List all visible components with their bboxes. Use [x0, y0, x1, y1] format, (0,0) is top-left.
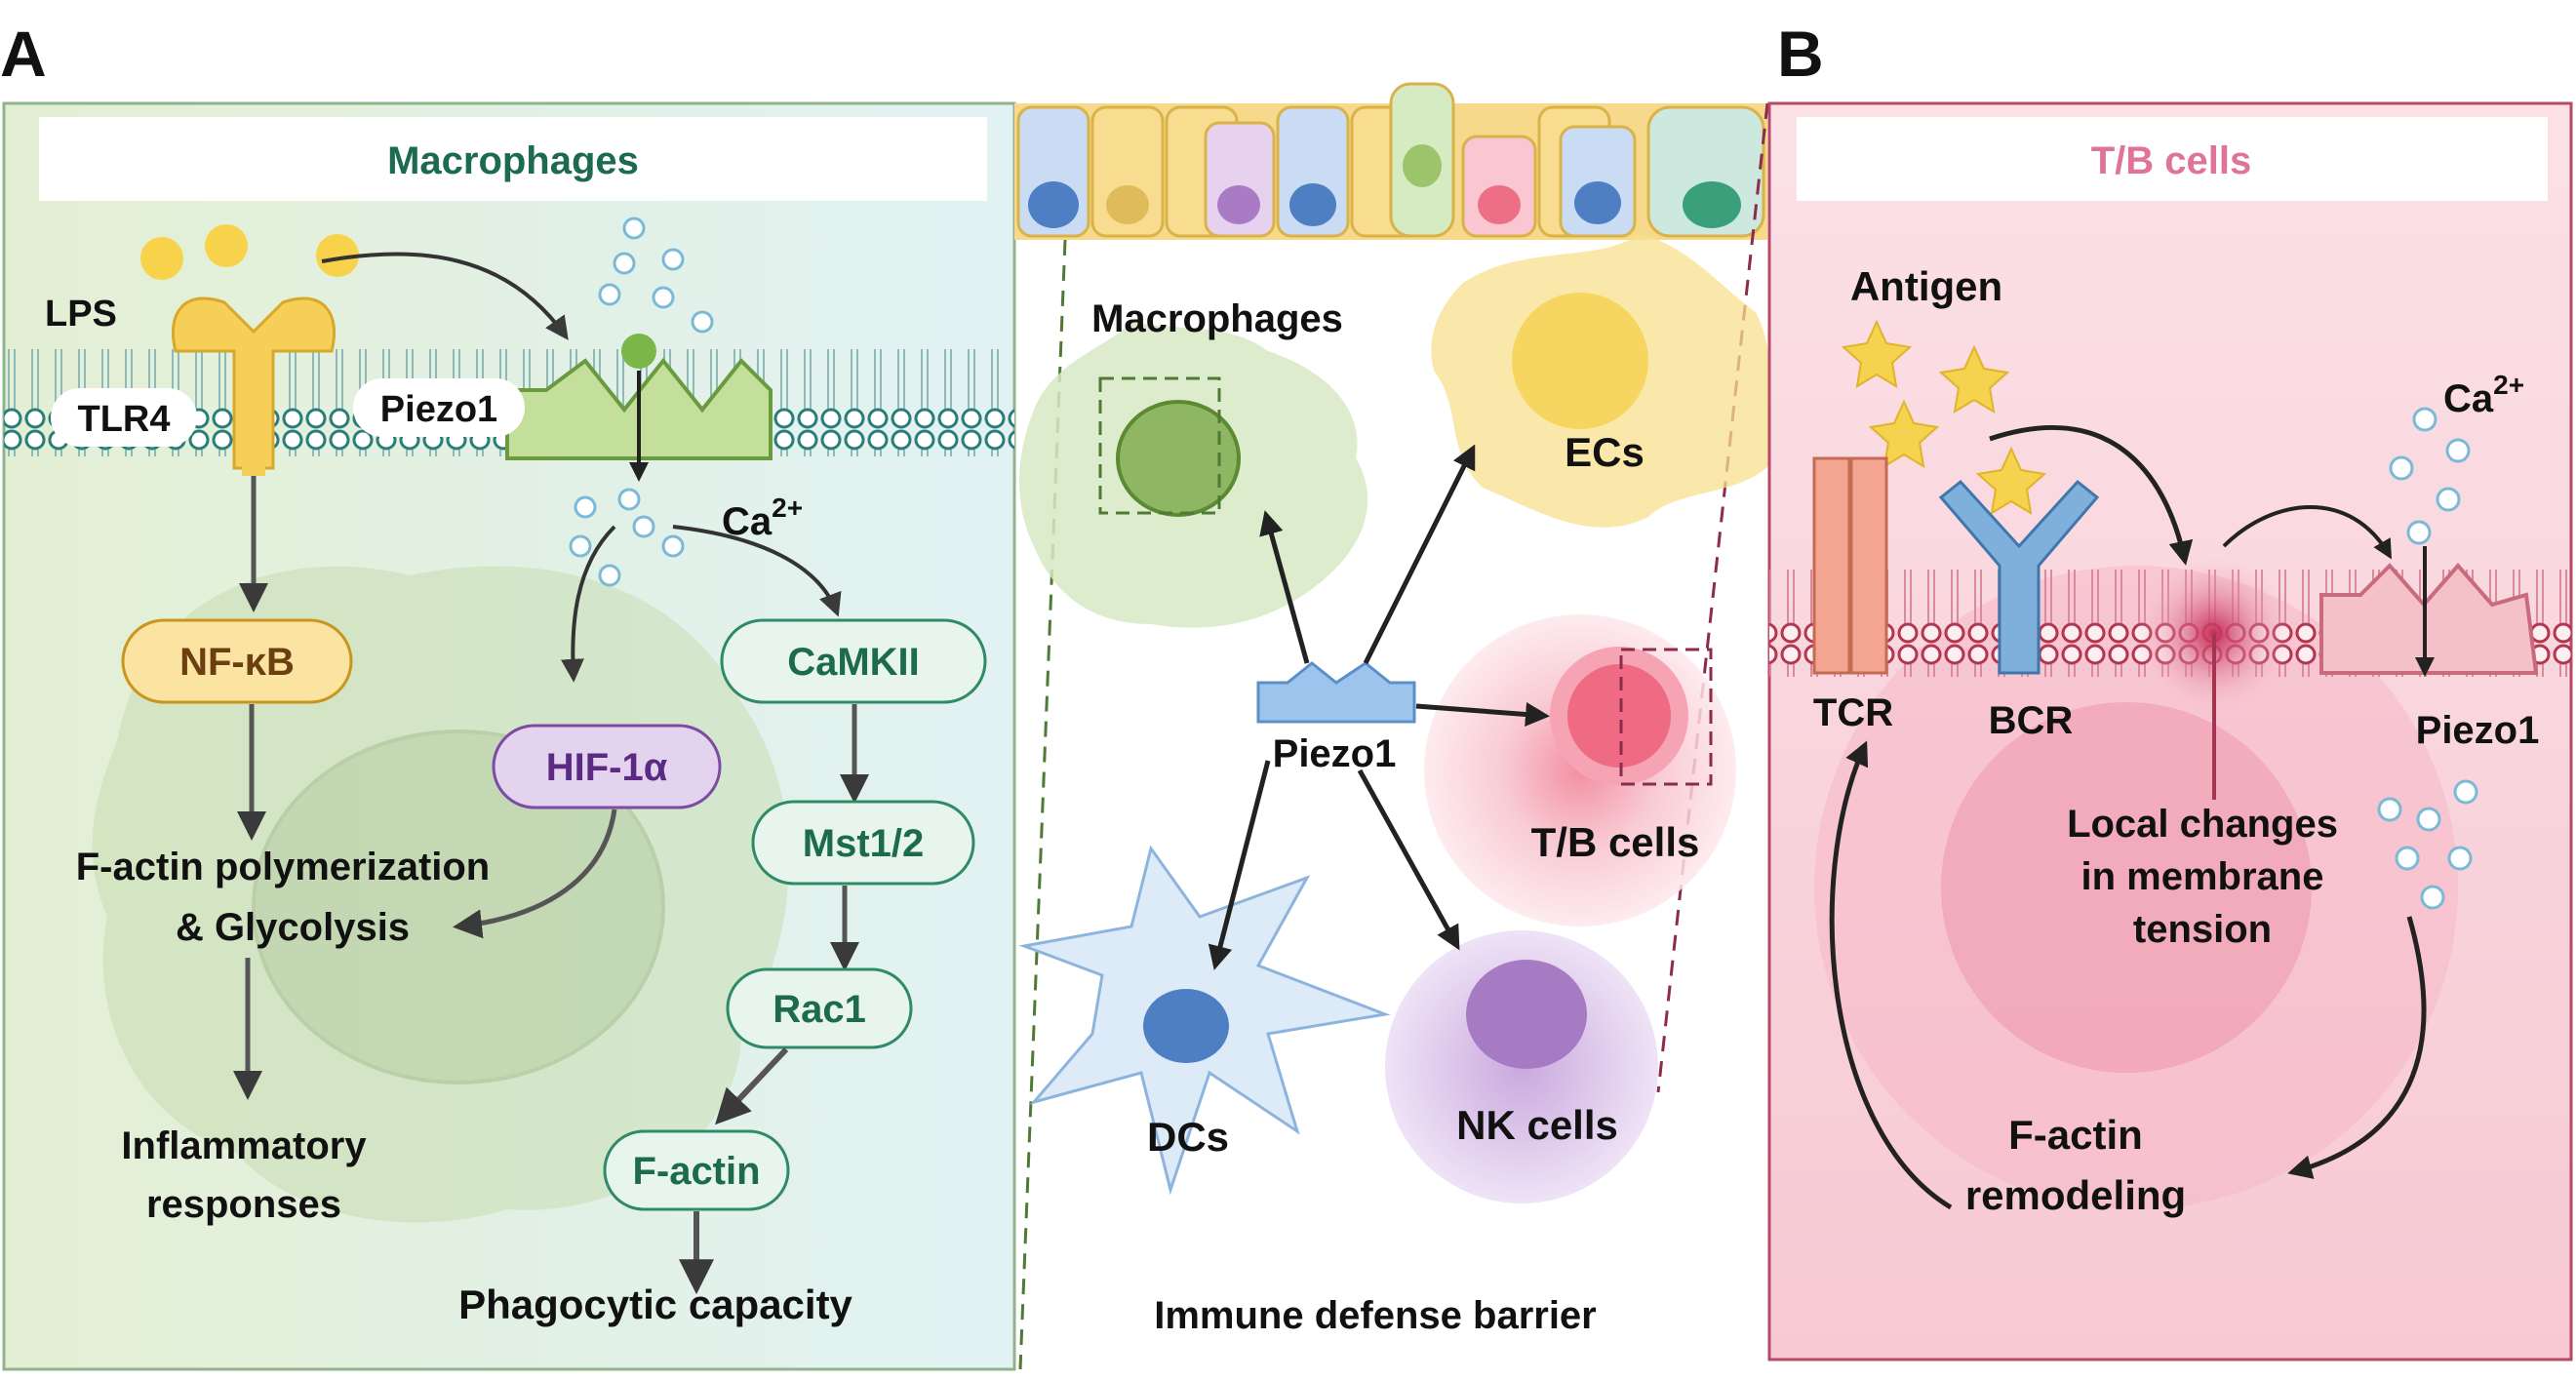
local-text-1: Local changes — [2067, 803, 2338, 846]
factin-label: F-actin — [632, 1150, 760, 1193]
piezo1-label-a: Piezo1 — [380, 389, 497, 430]
antigen-label: Antigen — [1850, 263, 2002, 309]
inflam-text-1: Inflammatory — [121, 1124, 367, 1167]
factin-poly-text-2: & Glycolysis — [176, 906, 410, 949]
rac1-box — [726, 967, 913, 1049]
tcr-receptor-2 — [1849, 456, 1888, 675]
membrane-to-piezo-arrow — [2222, 505, 2392, 560]
antigen-to-membrane-arrow — [1989, 425, 2194, 566]
center-panel: ECs Macrophages T/B cells NK cells DCs P… — [1014, 82, 1775, 1370]
tcr-receptor — [1812, 456, 1851, 675]
epithelial-nuclei — [1028, 144, 1741, 228]
rac1-label: Rac1 — [773, 988, 866, 1031]
mst-box — [751, 800, 975, 886]
panel-a-letter: A — [0, 18, 47, 90]
tlr4-receptor — [171, 296, 337, 470]
nk-nucleus — [1466, 960, 1587, 1069]
panel-b: B T/B cells Antigen TCR BCR Piezo1 — [1767, 18, 2573, 1361]
tcr-label: TCR — [1813, 691, 1893, 734]
piezo1-label-b: Piezo1 — [2416, 709, 2540, 752]
local-text-2: in membrane — [2081, 855, 2324, 898]
ca-to-camkii-arrow — [672, 525, 842, 617]
bcr-receptor — [1938, 479, 2100, 675]
ecs-nucleus — [1512, 293, 1648, 429]
panel-a: A Macrophages LPS TLR4 Piezo1 — [0, 18, 1016, 1371]
nfkb-box — [121, 618, 353, 704]
nk-label: NK cells — [1456, 1102, 1618, 1148]
ecs-label: ECs — [1565, 429, 1645, 475]
panel-a-title-box — [39, 117, 987, 201]
hif-box — [492, 724, 722, 809]
hif-label: HIF-1α — [546, 746, 668, 789]
ca-to-hif-arrow — [560, 525, 616, 683]
macrophage-nucleus — [252, 729, 665, 1084]
ca-ions-a — [569, 217, 714, 587]
tlr4-tail — [242, 458, 265, 476]
panel-b-title: T/B cells — [2091, 139, 2252, 182]
camkii-label: CaMKII — [787, 641, 920, 684]
panel-b-letter: B — [1777, 18, 1824, 90]
barrier-box — [1092, 1274, 1660, 1354]
lps-to-piezo-arrow — [321, 252, 569, 340]
inflam-text-2: responses — [146, 1183, 341, 1226]
piezo1-pore-a — [621, 334, 656, 369]
camkii-box — [720, 618, 987, 704]
remodel-text-2: remodeling — [1965, 1172, 2186, 1218]
tb-zoom-box — [1619, 648, 1713, 786]
rac1-to-factin-arrow — [715, 1046, 789, 1125]
panel-a-title: Macrophages — [387, 139, 639, 182]
ca-label-b: Ca2+ — [2443, 370, 2524, 420]
dc-nucleus — [1143, 989, 1229, 1063]
center-macrophages-label: Macrophages — [1091, 297, 1343, 340]
local-text-3: tension — [2133, 908, 2272, 951]
remodel-loop-right — [2287, 916, 2427, 1179]
ca-ions-b — [2377, 407, 2478, 910]
epithelial-cells — [1016, 82, 1765, 238]
center-macrophage-nucleus — [1116, 400, 1241, 517]
center-piezo1-icon — [1256, 661, 1416, 724]
tb-label: T/B cells — [1531, 819, 1700, 865]
remodel-text-1: F-actin — [2008, 1112, 2143, 1158]
nfkb-label: NF-κB — [179, 641, 295, 684]
center-arrows — [1208, 444, 1550, 970]
hif-to-glycolysis-arrow — [453, 808, 617, 939]
center-piezo1-label: Piezo1 — [1273, 732, 1397, 775]
barrier-label: Immune defense barrier — [1154, 1294, 1597, 1337]
tb-cell-nucleus — [1550, 647, 1688, 785]
bcr-label: BCR — [1989, 699, 2074, 742]
mst-label: Mst1/2 — [803, 822, 925, 865]
phago-text: Phagocytic capacity — [458, 1281, 852, 1327]
antigen-stars — [1841, 319, 2047, 515]
piezo1-label-a-box — [353, 378, 525, 437]
factin-poly-text-1: F-actin polymerization — [76, 846, 491, 888]
remodel-loop-left — [1829, 740, 1953, 1210]
factin-box — [603, 1129, 790, 1211]
tlr4-label: TLR4 — [78, 399, 171, 440]
tlr4-label-box — [51, 388, 197, 447]
lps-particles — [140, 224, 359, 280]
tb-nucleus-large — [1941, 702, 2312, 1073]
zoom-line-right — [1656, 102, 1769, 1093]
center-macrophage-zoom-box — [1098, 376, 1221, 515]
lps-label: LPS — [45, 294, 117, 335]
dc-label: DCs — [1147, 1114, 1229, 1160]
panel-b-title-box — [1797, 117, 2548, 201]
